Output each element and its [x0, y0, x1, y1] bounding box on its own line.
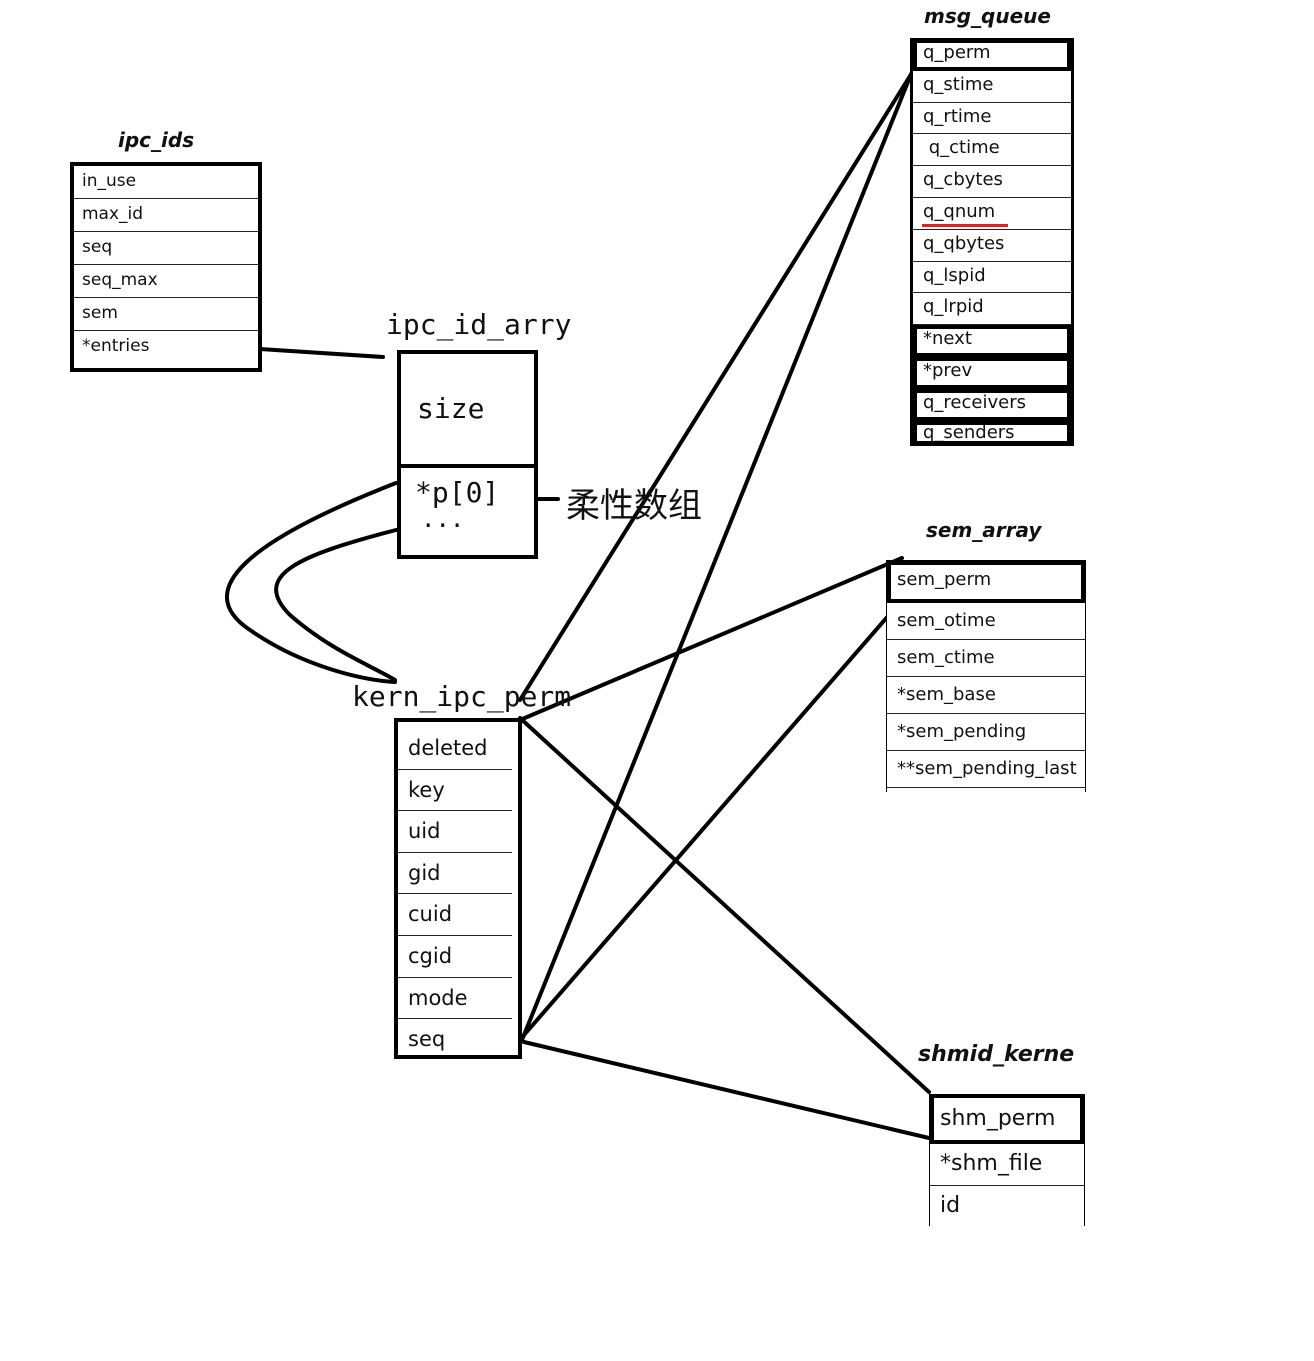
kern-to-shm-perm-line-2: [522, 1040, 931, 1140]
msg-field-q-receivers: q_receivers: [913, 388, 1071, 421]
sem-field-sem-base: *sem_base: [887, 677, 1085, 714]
shmid-kernel-struct: shm_perm *shm_file id: [929, 1094, 1085, 1226]
ipc-ids-field-seq-max: seq_max: [74, 265, 258, 298]
kern-field-cgid: cgid: [398, 936, 512, 978]
kern-field-seq: seq: [408, 1027, 446, 1052]
kern-field-mode: mode: [398, 978, 512, 1020]
msg-field-q-qbytes: q_qbytes: [913, 230, 1071, 262]
msg-field-q-lrpid: q_lrpid: [913, 293, 1071, 326]
kern-field-deleted: deleted: [398, 728, 512, 770]
q-qnum-red-underline: [922, 224, 1008, 227]
shm-field-id: id: [940, 1193, 961, 1218]
ipc-id-arry-pointer-label: *p[0]: [415, 476, 500, 509]
kern-field-gid: gid: [398, 853, 512, 895]
ipc-id-arry-title: ipc_id_arry: [386, 308, 572, 341]
msg-queue-struct: q_perm q_stime q_rtime q_ctime q_cbytes …: [910, 38, 1074, 446]
msg-field-next: *next: [913, 325, 1071, 357]
kern-field-key: key: [398, 770, 512, 812]
sem-field-sem-pending-last: **sem_pending_last: [887, 751, 1085, 788]
msg-field-q-stime: q_stime: [913, 71, 1071, 103]
ipc-id-arry-struct: size *p[0] ...: [397, 350, 538, 559]
ipc-ids-struct: in_use max_id seq seq_max sem *entries: [70, 162, 262, 372]
sem-array-struct: sem_perm sem_otime sem_ctime *sem_base *…: [886, 560, 1086, 792]
shm-field-shm-file: *shm_file: [930, 1144, 1084, 1186]
kern-to-sem-perm-line-2: [522, 598, 904, 1037]
msg-field-q-senders: q_senders: [913, 420, 1071, 445]
ipc-ids-field-sem: sem: [74, 298, 258, 331]
ipc-id-arry-ellipsis: ...: [421, 505, 465, 533]
kern-ipc-perm-struct: deleted key uid gid cuid cgid mode seq: [394, 718, 522, 1059]
sem-field-sem-otime: sem_otime: [887, 603, 1085, 640]
ipc-ids-field-entries: *entries: [82, 336, 150, 356]
sem-field-sem-ctime: sem_ctime: [887, 640, 1085, 677]
shm-field-shm-perm: shm_perm: [930, 1094, 1084, 1144]
sem-field-sem-pending: *sem_pending: [887, 714, 1085, 751]
kern-field-uid: uid: [398, 811, 512, 853]
arry-to-kern-curve-inner: [274, 528, 398, 682]
ipc-ids-field-seq: seq: [74, 232, 258, 265]
msg-field-q-rtime: q_rtime: [913, 103, 1071, 135]
kern-to-msg-qperm-line-1: [518, 58, 922, 702]
kern-to-sem-perm-line-1: [518, 556, 904, 722]
kern-to-msg-qperm-line-2: [520, 50, 922, 1042]
ipc-id-arry-size-cell: size: [401, 354, 534, 468]
arry-to-kern-curve-outer: [225, 481, 398, 684]
msg-field-q-ctime: q_ctime: [913, 134, 1071, 167]
msg-field-prev: *prev: [913, 357, 1071, 389]
sem-field-sem-perm: sem_perm: [887, 561, 1085, 603]
ipc-ids-field-max-id: max_id: [74, 199, 258, 232]
ipc-ids-title: ipc_ids: [118, 128, 195, 152]
msg-field-q-perm: q_perm: [913, 39, 1071, 71]
msg-field-q-qnum: q_qnum: [913, 198, 1071, 230]
msg-field-q-cbytes: q_cbytes: [913, 166, 1071, 198]
ipc-id-arry-pointer-cell: *p[0] ...: [401, 468, 534, 559]
kern-to-shm-perm-line-1: [518, 716, 931, 1094]
shmid-kernel-title: shmid_kerne: [918, 1042, 1075, 1067]
msg-field-q-lspid: q_lspid: [913, 262, 1071, 294]
kern-field-cuid: cuid: [398, 894, 512, 936]
kern-ipc-perm-title: kern_ipc_perm: [352, 680, 572, 713]
sem-array-title: sem_array: [926, 518, 1042, 542]
ipc-ids-field-in-use: in_use: [74, 166, 258, 199]
msg-queue-title: msg_queue: [924, 4, 1051, 28]
flexible-array-annotation: 柔性数组: [566, 486, 702, 526]
